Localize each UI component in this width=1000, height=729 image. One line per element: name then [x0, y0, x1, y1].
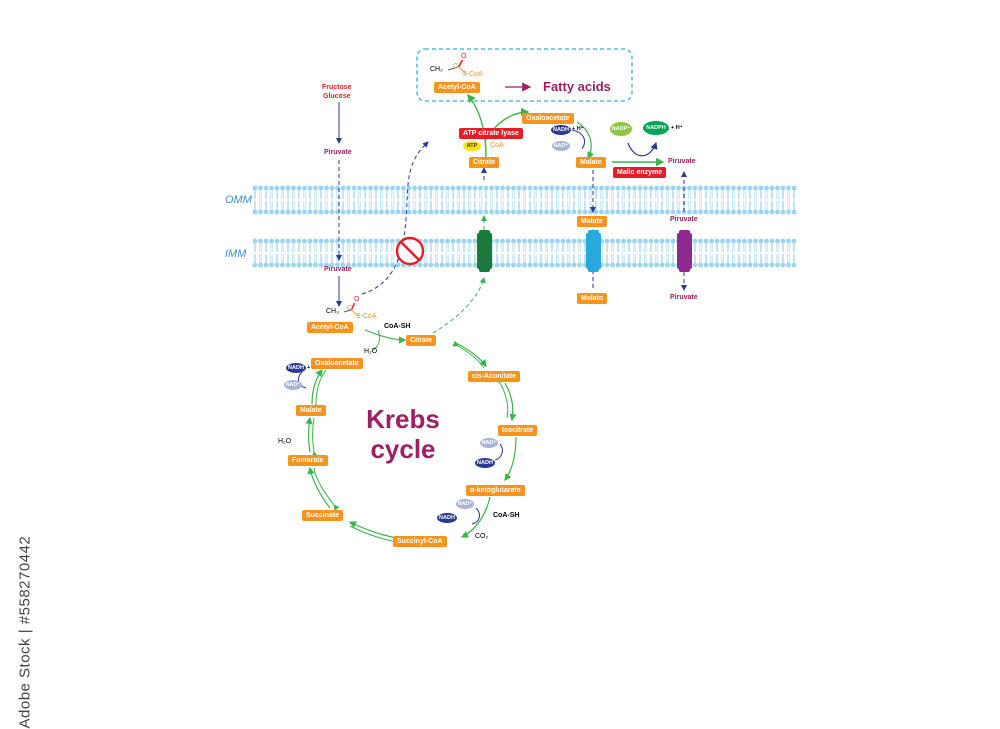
- nadph-badge: NADPH: [643, 121, 669, 135]
- nad-aketo-badge: NAD⁺: [456, 499, 474, 509]
- pathway-artwork: [252, 48, 797, 548]
- membranes-group: [252, 185, 797, 268]
- oxaloacetate-matrix-box: Oxaloacetate: [311, 358, 363, 369]
- acetylcoa-cytosol-box: Acetyl-CoA: [434, 82, 480, 93]
- nad-malate-badge: NAD⁺: [284, 380, 302, 390]
- scoa-matrix-label: S-CoA: [356, 313, 377, 320]
- nadh-aketo-badge: NADH: [437, 513, 457, 523]
- omm-label: OMM: [225, 194, 252, 206]
- fructose-label: Fructose: [322, 84, 352, 91]
- nadh-isocitrate-badge: NADH: [475, 458, 495, 468]
- krebs-title-line2: cycle: [370, 434, 436, 464]
- citrate-cytosol-box: Citrate: [469, 157, 500, 168]
- succinylcoa-box: Succinyl-CoA: [393, 536, 447, 547]
- malate-cytosol-box: Malate: [576, 157, 606, 168]
- nad-cytosol-badge: NAD⁺: [552, 141, 570, 151]
- pyruvate-omm-label: Piruvate: [670, 216, 698, 223]
- citrate-export-path: [432, 277, 486, 334]
- co2-label: CO₂: [475, 533, 489, 540]
- h2o-fumarate-label: H₂O: [278, 438, 292, 445]
- pyruvate-matrix-entry-label: Piruvate: [324, 266, 352, 273]
- atp-citrate-lyase-box: ATP citrate lyase: [459, 128, 523, 139]
- c-label: C: [453, 63, 459, 70]
- diagram-canvas: OMM IMM Fructose Glucose Piruvate Piruva…: [17, 48, 797, 729]
- isocitrate-box: Isocitrate: [498, 425, 538, 436]
- imm-label: IMM: [225, 248, 247, 260]
- acetylcoa-matrix-box: Acetyl-CoA: [307, 322, 353, 333]
- malate-omm-box: Malate: [577, 216, 607, 227]
- pyruvate-imm-label: Piruvate: [670, 294, 698, 301]
- stock-id-watermark: Adobe Stock | #558270442: [16, 535, 34, 729]
- krebs-title-line1: Krebs: [366, 404, 440, 434]
- o-label: O: [461, 53, 467, 60]
- blocked-export-path: [361, 141, 429, 295]
- hplus-nadph-label: + H⁺: [671, 125, 683, 131]
- ch3-matrix-label: CH₃: [326, 308, 339, 315]
- nadh-malate-badge: NADH: [286, 363, 306, 373]
- malate-matrix-box: Malate: [296, 405, 326, 416]
- coash2-label: CoA-SH: [493, 512, 520, 519]
- nadh-cytosol-badge: NADH: [551, 125, 571, 135]
- malato-matrix-box: Malato: [577, 293, 608, 304]
- coa-label: CoA: [490, 142, 504, 149]
- pyruvate-cytosol-label: Piruvate: [324, 149, 352, 156]
- aketoglutarate-box: α-ketoglutarate: [466, 485, 525, 496]
- nadp-badge: NADP⁺: [610, 122, 632, 136]
- coash-label: CoA-SH: [384, 323, 411, 330]
- hplus-cytosol-label: + H⁺: [572, 126, 584, 132]
- ch3-label: CH₂: [430, 66, 443, 73]
- cis-aconitate-box: cis-Aconitate: [468, 371, 520, 382]
- succinate-box: Succinate: [302, 510, 344, 521]
- glucose-label: Glucose: [323, 93, 351, 100]
- nad-isocitrate-badge: NAD⁺: [480, 438, 498, 448]
- h2o-top-label: H₂O: [364, 348, 378, 355]
- atp-badge: ATP: [463, 141, 481, 151]
- citrate-matrix-box: Citrate: [406, 335, 437, 346]
- o-matrix-label: O: [354, 296, 360, 303]
- fatty-acids-label: Fatty acids: [543, 79, 611, 94]
- oxaloacetate-cytosol-box: Oxaloacetate: [522, 113, 574, 124]
- fatty-acid-box: [416, 48, 633, 102]
- malic-enzyme-box: Malic enzyme: [613, 167, 667, 178]
- scoa-label: S-CoA: [462, 71, 483, 78]
- krebs-cycle-title: Krebs cycle: [358, 404, 448, 464]
- c-matrix-label: C: [347, 305, 353, 312]
- pyruvate-out-label: Piruvate: [668, 158, 696, 165]
- fumarate-box: Fumarate: [288, 455, 328, 466]
